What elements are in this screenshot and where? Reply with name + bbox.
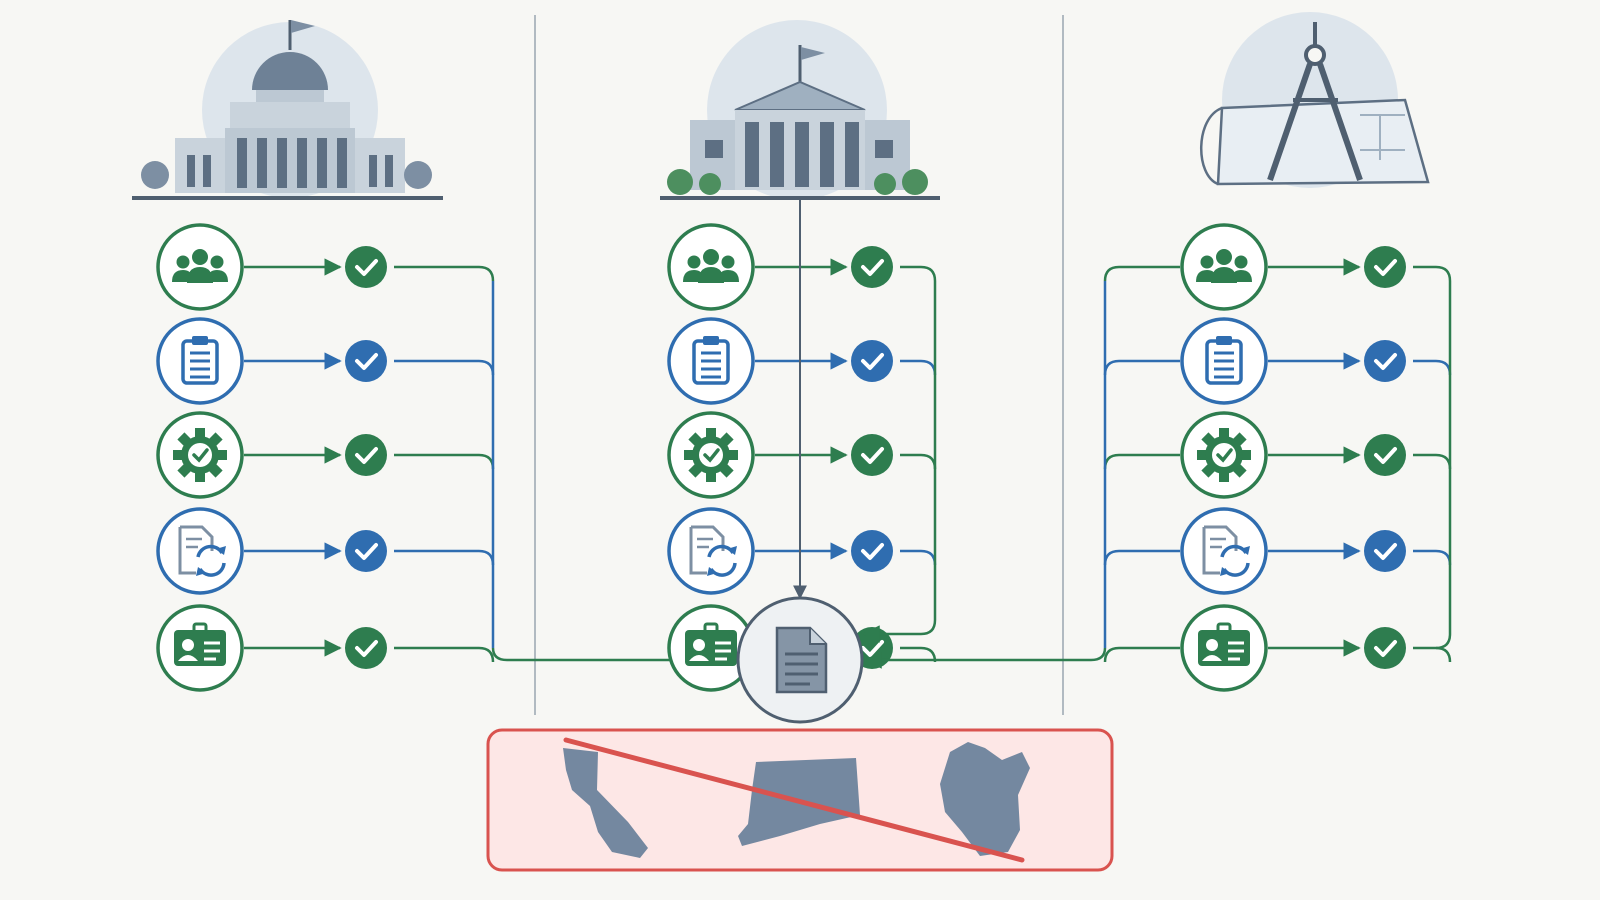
bus-connector — [1103, 359, 1180, 376]
middle-gear-check-node — [667, 411, 755, 499]
document-node — [736, 596, 864, 724]
id-card-icon — [685, 622, 737, 666]
bus-connector — [1413, 646, 1452, 663]
bus-connector — [1103, 453, 1180, 470]
document-refresh-icon — [178, 525, 226, 577]
clipboard-icon — [181, 336, 219, 385]
capitol-building-icon — [132, 20, 443, 200]
left-document-refresh-node — [156, 507, 244, 595]
left-id-card-node — [156, 604, 244, 692]
bus-connector — [394, 549, 495, 566]
check-icon — [345, 530, 387, 572]
left-gear-check-node — [156, 411, 244, 499]
courthouse-building-icon — [660, 20, 940, 200]
bus-connector — [1413, 453, 1452, 470]
bus-return — [1435, 633, 1452, 650]
gear-check-icon — [684, 428, 738, 482]
bus-connector — [394, 359, 495, 376]
bus-connector — [394, 646, 495, 663]
bus-connector — [1413, 359, 1452, 376]
compass-blueprint-icon — [1200, 12, 1430, 188]
id-card-icon — [174, 622, 226, 666]
bus-connector — [1413, 549, 1452, 566]
check-icon — [345, 627, 387, 669]
feed-to-document — [491, 647, 735, 669]
people-group-icon — [172, 249, 228, 283]
check-icon — [1364, 530, 1406, 572]
right-id-card-node — [1180, 604, 1268, 692]
check-icon — [1364, 434, 1406, 476]
people-group-icon — [683, 249, 739, 283]
left-clipboard-node — [156, 317, 244, 405]
id-card-icon — [1198, 622, 1250, 666]
gear-check-icon — [173, 428, 227, 482]
strike-through-line — [563, 737, 1025, 863]
excluded-states-panel — [486, 728, 1114, 872]
bus-connector — [900, 453, 937, 470]
middle-people-group-node — [667, 223, 755, 311]
middle-clipboard-node — [667, 317, 755, 405]
bus-connector — [1103, 265, 1180, 282]
feed-to-document — [864, 647, 1107, 669]
document-icon — [775, 626, 828, 694]
check-icon — [851, 246, 893, 288]
check-icon — [851, 340, 893, 382]
check-icon — [851, 530, 893, 572]
bus-connector — [1413, 265, 1452, 282]
right-gear-check-node — [1180, 411, 1268, 499]
bus-connector — [900, 359, 937, 376]
check-icon — [1364, 246, 1406, 288]
document-refresh-icon — [1202, 525, 1250, 577]
check-icon — [851, 434, 893, 476]
clipboard-icon — [692, 336, 730, 385]
bus-connector — [1103, 549, 1180, 566]
california-map-icon — [563, 748, 648, 858]
people-group-icon — [1196, 249, 1252, 283]
right-people-group-node — [1180, 223, 1268, 311]
check-icon — [345, 246, 387, 288]
middle-document-refresh-node — [667, 507, 755, 595]
document-refresh-icon — [689, 525, 737, 577]
right-document-refresh-node — [1180, 507, 1268, 595]
bus-connector — [900, 265, 937, 282]
left-people-group-node — [156, 223, 244, 311]
wisconsin-map-icon — [940, 742, 1030, 856]
feed-to-document — [862, 619, 937, 643]
bus-connector — [394, 453, 495, 470]
check-icon — [345, 434, 387, 476]
bus-connector — [900, 549, 937, 566]
bus-connector — [1103, 646, 1180, 663]
clipboard-icon — [1205, 336, 1243, 385]
bus-connector — [394, 265, 495, 282]
middle-id-card-node — [667, 604, 755, 692]
right-clipboard-node — [1180, 317, 1268, 405]
check-icon — [1364, 340, 1406, 382]
check-icon — [345, 340, 387, 382]
check-icon — [1364, 627, 1406, 669]
gear-check-icon — [1197, 428, 1251, 482]
